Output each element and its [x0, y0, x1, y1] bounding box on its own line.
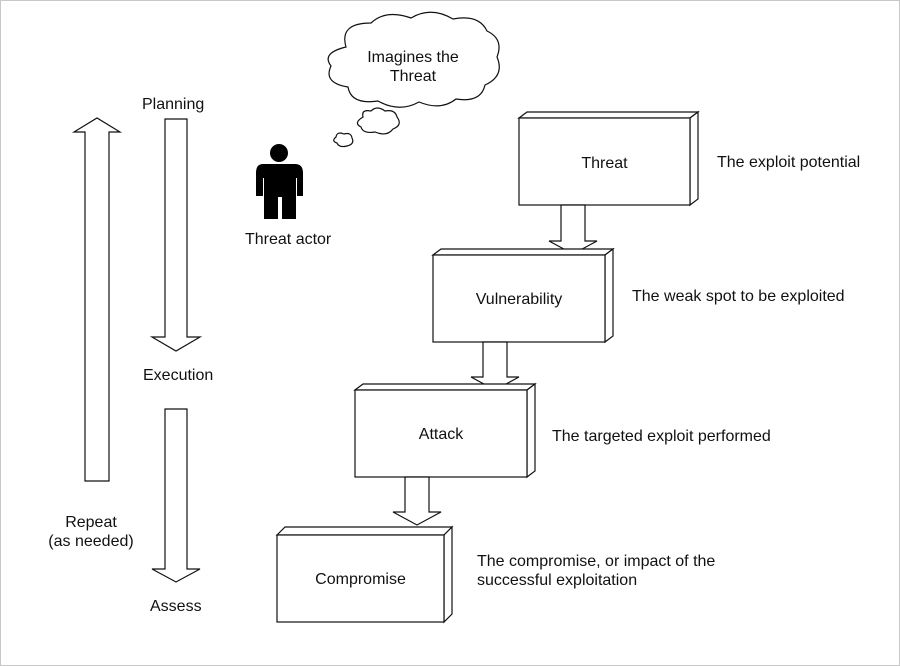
attack-box-label: Attack: [418, 426, 464, 443]
vulnerability-box: [431, 247, 615, 344]
assess-arrow: [151, 408, 201, 583]
cloud-text: Imagines the Threat: [367, 49, 459, 85]
vulnerability-box-label: Vulnerability: [475, 291, 563, 308]
threat-box-label: Threat: [581, 155, 628, 172]
compromise-box: [275, 525, 454, 624]
execution-label: Execution: [143, 367, 214, 384]
compromise-description: The compromise, or impact of the success…: [477, 552, 715, 590]
planning-execution-arrow: [149, 118, 203, 352]
compromise-box-label: Compromise: [315, 571, 406, 588]
repeat-label-line1: Repeat: [65, 514, 117, 531]
thought-cloud: [327, 11, 500, 108]
assess-label: Assess: [150, 598, 202, 615]
arrow-attack-compromise: [392, 476, 442, 526]
arrow-vulnerability-attack: [470, 341, 520, 391]
repeat-label-line2: (as needed): [48, 533, 134, 550]
thought-bubble-small: [333, 132, 354, 148]
repeat-label: Repeat (as needed): [39, 513, 143, 551]
attack-description: The targeted exploit performed: [552, 428, 771, 445]
arrow-threat-vulnerability: [548, 204, 598, 255]
threat-description: The exploit potential: [717, 154, 861, 171]
threat-box: [517, 110, 700, 207]
attack-box: [353, 382, 537, 479]
threat-actor-icon: [256, 144, 303, 219]
compromise-description-line1: The compromise, or impact of the: [477, 553, 716, 570]
planning-label: Planning: [142, 96, 205, 113]
compromise-description-line2: successful exploitation: [477, 572, 638, 589]
threat-actor-label: Threat actor: [245, 231, 332, 248]
repeat-arrow: [71, 117, 123, 482]
thought-bubble-medium: [356, 107, 400, 135]
vulnerability-description: The weak spot to be exploited: [632, 288, 845, 305]
